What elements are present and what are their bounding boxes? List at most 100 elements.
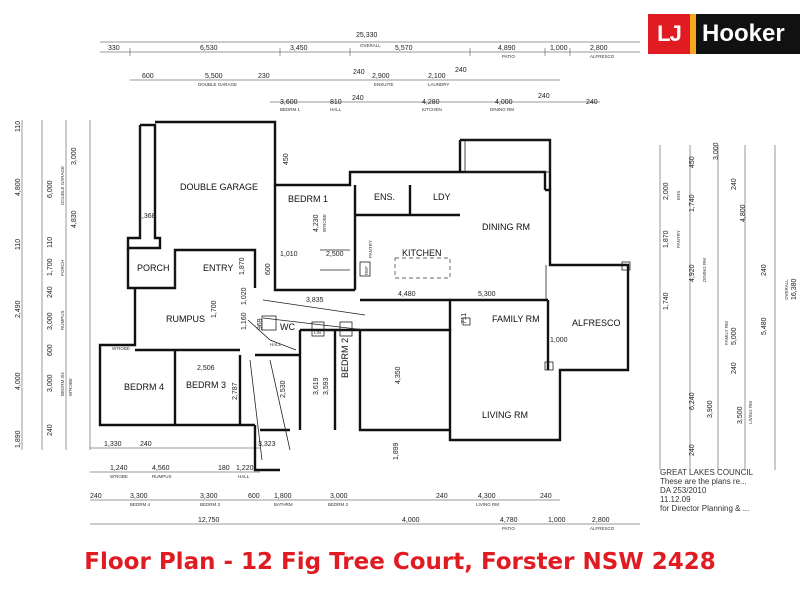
dim-i9: 4,480 <box>398 291 416 298</box>
dim-porch-label-l: PORCH <box>60 260 65 276</box>
floor-plan-caption: Floor Plan - 12 Fig Tree Court, Forster … <box>84 549 716 575</box>
dim-r16: 3,900 <box>707 400 714 418</box>
room-living: LIVING RM <box>482 410 528 420</box>
dim-240b: 240 <box>455 67 467 74</box>
stamp-line-2: These are the plans re... <box>660 477 747 486</box>
dim-laundry-label: LAUNDRY <box>428 82 449 87</box>
bottom-dimensions: 1,330 240 1,240 W'ROBE 4,560 RUMPUS 180 … <box>90 441 640 531</box>
dim-r3: 2,000 <box>663 182 670 200</box>
dim-b19: 1,000 <box>548 517 566 524</box>
room-bedrm2: BEDRM 2 <box>340 338 350 378</box>
dim-patio-label: PATIO <box>502 54 515 59</box>
dim-dining-label: DINING RM <box>490 107 514 112</box>
dim-ensuite-w: 2,900 <box>372 73 390 80</box>
dim-b8: 3,300 <box>130 493 148 500</box>
dim-b14: 4,300 <box>478 493 496 500</box>
dim-b13: 240 <box>436 493 448 500</box>
dim-ens-label-r: ENS <box>676 191 681 200</box>
dim-r5: 1,740 <box>689 194 696 212</box>
dim-i23: 3,323 <box>258 441 276 448</box>
dim-bliving: LIVING RM <box>476 502 499 507</box>
dim-b1: 1,330 <box>104 441 122 448</box>
dim-balfresco: ALFRESCO <box>590 526 615 531</box>
dim-overall-label-r: OVERALL <box>784 279 789 300</box>
dim-l7: 1,700 <box>47 258 54 276</box>
dim-l6b: 110 <box>47 237 54 248</box>
room-labels: DOUBLE GARAGE BEDRM 1 ENS. LDY DINING RM… <box>112 182 621 420</box>
dim-b9: 3,300 <box>200 493 218 500</box>
dim-240c: 240 <box>352 95 364 102</box>
room-family: FAMILY RM <box>492 314 540 324</box>
dim-i18: 3,619 <box>313 377 320 395</box>
room-kitchen: KITCHEN <box>402 248 442 258</box>
dim-810: 810 <box>330 99 342 106</box>
dim-kitchen-label: KITCHEN <box>422 107 442 112</box>
dim-b18: 4,780 <box>500 517 518 524</box>
dim-b20: 2,800 <box>592 517 610 524</box>
dim-b16: 12,750 <box>198 517 220 524</box>
dim-bbed4: BEDRM 4 <box>130 502 151 507</box>
dim-i17: 2,530 <box>280 380 287 398</box>
dim-overall: 25,330 <box>356 32 378 39</box>
dim-r10: 1,740 <box>663 292 670 310</box>
logo-mark: LJ <box>648 14 696 54</box>
dim-i22: 1,000 <box>550 337 568 344</box>
dim-bbed2: BEDRM 2 <box>328 502 349 507</box>
room-rumpus: RUMPUS <box>166 314 205 324</box>
dim-r6: 4,800 <box>740 204 747 222</box>
dim-bpatio: PATIO <box>502 526 515 531</box>
dim-bbath: BATHRM <box>274 502 293 507</box>
dim-r13: 16,380 <box>791 278 798 300</box>
dim-r7: 1,870 <box>663 230 670 248</box>
dim-i14: 969 <box>257 318 264 330</box>
dim-r11: 5,000 <box>731 327 738 345</box>
dim-hall: HALL <box>270 342 282 347</box>
dim-i5: 2,500 <box>326 251 344 258</box>
room-pantry: PANTRY <box>368 240 373 258</box>
dim-r2: 450 <box>689 156 696 168</box>
dim-b10: 600 <box>248 493 260 500</box>
dim-i19: 3,593 <box>323 377 330 395</box>
room-entry: ENTRY <box>203 263 233 273</box>
dim-b11: 1,800 <box>274 493 292 500</box>
dim-l11: 600 <box>47 344 54 356</box>
dim-i16: 2,787 <box>232 382 239 400</box>
dim-i7: 600 <box>265 263 272 275</box>
dim-t6: 1,000 <box>550 45 568 52</box>
dim-t3: 3,450 <box>290 45 308 52</box>
dim-b7: 240 <box>90 493 102 500</box>
dim-l10: 3,000 <box>47 312 54 330</box>
top-dimensions: 25,330 OVERALL 330 6,530 3,450 5,570 4,8… <box>100 32 640 112</box>
dim-l15: 1,890 <box>15 430 22 448</box>
dim-b15: 240 <box>540 493 552 500</box>
dim-i12: 1,020 <box>241 287 248 305</box>
dim-garage-label: DOUBLE GARAGE <box>198 82 237 87</box>
dim-i8: 3,835 <box>306 297 324 304</box>
dim-l2: 4,800 <box>15 178 22 196</box>
walls <box>98 120 630 472</box>
dim-i13: 1,160 <box>241 312 248 330</box>
room-dining: DINING RM <box>482 222 530 232</box>
dim-l13: 3,000 <box>47 374 54 392</box>
dim-pantry-label-r: PANTRY <box>676 230 681 248</box>
dim-b3: 1,240 <box>110 465 128 472</box>
dim-r17: 3,500 <box>737 406 744 424</box>
dim-i20: 4,350 <box>395 366 402 384</box>
dim-240e: 240 <box>586 99 598 106</box>
dim-l3: 6,000 <box>47 180 54 198</box>
dim-wrobe-label-l: W'ROBE <box>68 378 73 396</box>
dim-t4: 5,570 <box>395 45 413 52</box>
dim-dining-w: 4,000 <box>495 99 513 106</box>
room-bedrm1: BEDRM 1 <box>288 194 328 204</box>
dim-bhall: HALL <box>238 474 250 479</box>
dim-garage-w: 5,500 <box>205 73 223 80</box>
inner-dimensions: 1,368 450 4,230 W'ROBE 1,010 2,500 1,870… <box>138 153 568 460</box>
room-bedrm4: BEDRM 4 <box>124 382 164 392</box>
dim-l1: 110 <box>15 121 22 132</box>
stamp-line-1: GREAT LAKES COUNCIL <box>660 468 754 477</box>
dim-ensuite-label: ENSUITE <box>374 82 394 87</box>
dim-r8: 4,920 <box>689 264 696 282</box>
room-porch: PORCH <box>137 263 170 273</box>
stamp-line-4: for Director Planning & ... <box>660 504 750 513</box>
dim-i15: 2,506 <box>197 365 215 372</box>
